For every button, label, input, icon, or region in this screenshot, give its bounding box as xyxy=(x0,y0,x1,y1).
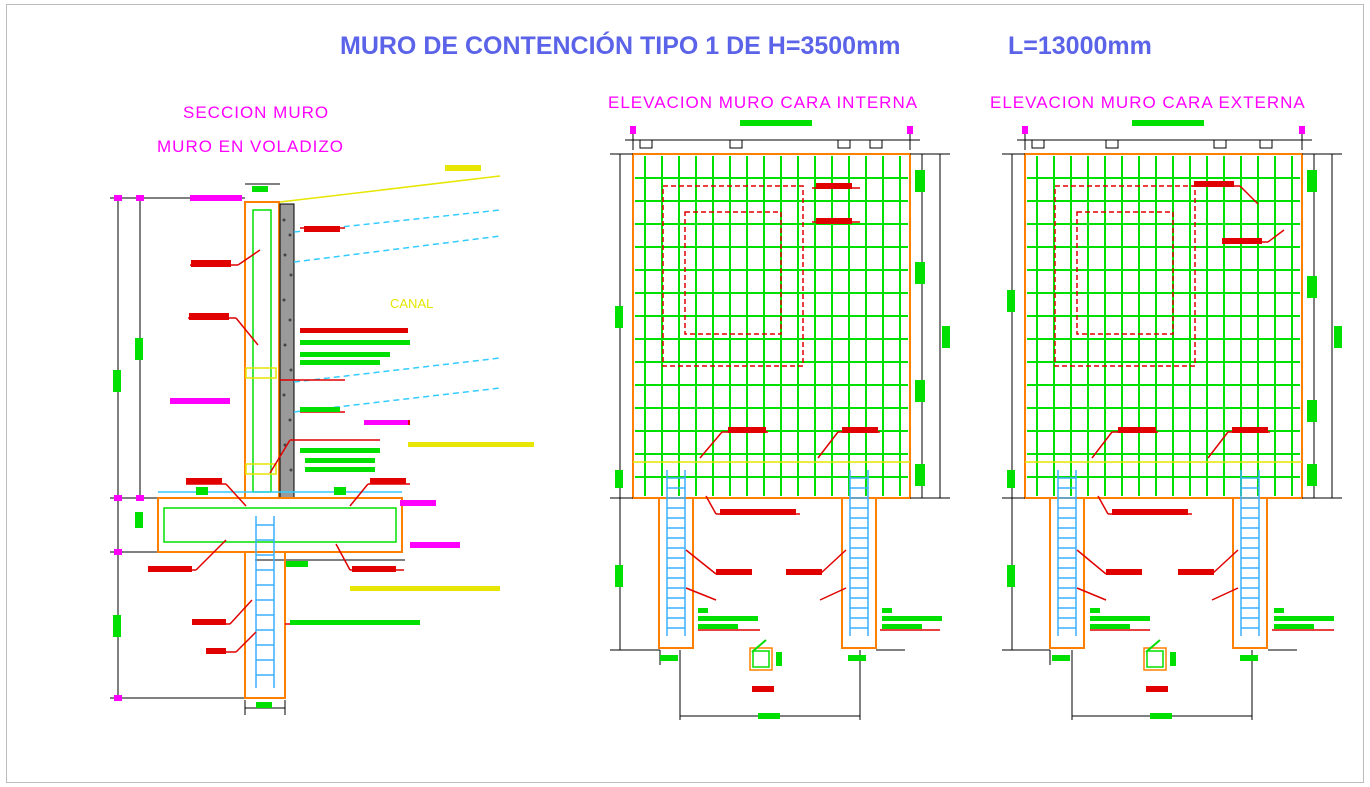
elev-internal-annotation-blocks xyxy=(716,183,878,692)
section-yellow-notes xyxy=(350,165,534,591)
elev-internal-top-dims xyxy=(625,130,920,150)
elev-internal-top-ticks xyxy=(630,126,913,134)
elev-external-dim-values xyxy=(1007,170,1342,719)
elev-internal-green-notes xyxy=(698,608,942,666)
elev-internal-heading: ELEVACION MURO CARA INTERNA xyxy=(608,93,918,112)
section-heading-line2: MURO EN VOLADIZO xyxy=(157,137,344,156)
section-dimension-values xyxy=(113,186,308,708)
section-green-notes xyxy=(290,340,420,625)
footing-key-left xyxy=(196,487,208,495)
elev-internal-pile-left xyxy=(658,497,694,649)
elev-internal-pile-right xyxy=(841,497,877,649)
elev-internal-stirrup-bar xyxy=(752,650,770,668)
elev-internal-stirrup-hook xyxy=(751,639,767,653)
waterstop-upper xyxy=(245,367,277,379)
elev-internal-pile-right-cage xyxy=(849,470,869,636)
section-view: SECCION MURO MURO EN VOLADIZO xyxy=(110,103,534,715)
section-heading-line1: SECCION MURO xyxy=(183,103,329,122)
drawing-frame xyxy=(6,4,1364,783)
elev-external-pile-right-cage xyxy=(1240,470,1260,636)
wall-stem xyxy=(244,201,280,499)
waterstop-lower xyxy=(245,463,277,475)
pile-rebar-cage xyxy=(255,516,275,688)
section-dimension-ticks xyxy=(114,195,144,701)
elev-external-stirrup-hook xyxy=(1145,639,1161,653)
elev-internal-rebar-grid xyxy=(635,156,908,496)
elev-internal-stirrup-detail xyxy=(749,647,773,671)
elev-external-wall xyxy=(1024,153,1303,499)
elev-internal-opening-inner xyxy=(684,211,782,335)
pile xyxy=(244,551,286,699)
drawing-length: L=13000mm xyxy=(1008,32,1152,60)
drawing-title: MURO DE CONTENCIÓN TIPO 1 DE H=3500mm xyxy=(340,30,901,60)
elev-external-top-dims xyxy=(1017,130,1312,150)
elev-external-top-ticks xyxy=(1022,126,1305,134)
elev-external-rebar-grid xyxy=(1027,156,1300,496)
elev-internal-wall xyxy=(632,153,911,499)
elev-external-stirrup-detail xyxy=(1143,647,1167,671)
elev-external-pile-right xyxy=(1232,497,1268,649)
elev-internal-pile-left-cage xyxy=(666,470,686,636)
elev-external-annotation-blocks xyxy=(1106,181,1268,692)
elev-external-stirrup-bar xyxy=(1146,650,1164,668)
gravel-texture xyxy=(282,218,293,472)
elev-internal-dim-values xyxy=(615,170,950,719)
elev-internal-spacing-note xyxy=(740,120,812,126)
footing-rebar xyxy=(163,507,397,543)
water-lines xyxy=(293,209,501,413)
footing-key-right xyxy=(334,487,346,495)
section-magenta-notes xyxy=(170,195,460,548)
ground-line xyxy=(279,175,501,203)
elev-external-pile-left-cage xyxy=(1057,470,1077,636)
elev-external-green-notes xyxy=(1090,608,1334,666)
elevation-internal: ELEVACION MURO CARA INTERNA xyxy=(608,93,950,720)
elev-external-pile-left xyxy=(1049,497,1085,649)
elev-external-heading: ELEVACION MURO CARA EXTERNA xyxy=(990,93,1306,112)
wall-footing xyxy=(157,497,403,553)
canal-label: CANAL xyxy=(390,296,433,311)
elev-external-spacing-note xyxy=(1132,120,1204,126)
elevation-external: ELEVACION MURO CARA EXTERNA xyxy=(990,93,1342,720)
elev-external-opening-inner xyxy=(1076,211,1174,335)
